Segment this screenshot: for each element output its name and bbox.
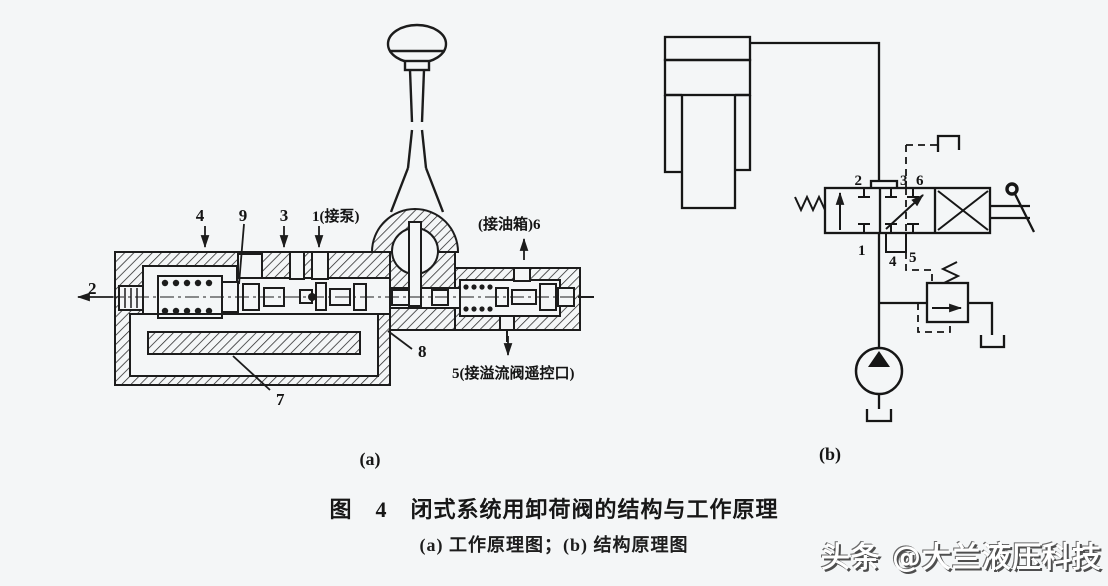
label-b-port-6: 6 bbox=[916, 173, 924, 189]
label-part-8: 8 bbox=[418, 342, 427, 361]
label-b-port-1: 1 bbox=[858, 243, 866, 259]
leader-part-9 bbox=[238, 223, 245, 285]
label-b-port-5: 5 bbox=[909, 250, 917, 266]
label-port-1-pump: 1(接泵) bbox=[312, 207, 360, 225]
figure-caption-title: 图 4 闭式系统用卸荷阀的结构与工作原理 bbox=[329, 497, 779, 522]
valve-spring bbox=[794, 194, 826, 213]
leader-part-7 bbox=[232, 355, 271, 391]
lever-knob-circle bbox=[1005, 182, 1019, 196]
label-part-4: 4 bbox=[196, 206, 205, 225]
hand-lever bbox=[386, 23, 448, 213]
pump-tank-symbol bbox=[865, 409, 893, 423]
small-spring bbox=[463, 284, 493, 312]
label-arrows bbox=[76, 223, 529, 391]
relief-valve-symbol bbox=[925, 261, 1006, 349]
label-port-3: 3 bbox=[280, 206, 289, 225]
port-4-5-bridge bbox=[885, 233, 907, 253]
main-spring bbox=[161, 279, 213, 315]
hydraulic-circuit-diagram: 2 3 6 1 4 5 bbox=[663, 35, 1036, 423]
label-b-port-4: 4 bbox=[889, 254, 897, 270]
label-part-9: 9 bbox=[239, 206, 248, 225]
port-bridge bbox=[869, 179, 899, 188]
port-6-channel bbox=[513, 267, 531, 282]
subfigure-tag-b: (b) bbox=[819, 444, 841, 464]
drain-tank-symbol bbox=[936, 134, 961, 152]
port-1-channel bbox=[311, 251, 329, 280]
pump-symbol bbox=[854, 346, 904, 423]
label-b-port-3: 3 bbox=[900, 173, 908, 189]
relief-spring bbox=[940, 261, 961, 284]
directional-valve-symbol bbox=[794, 182, 1036, 235]
pipe-cylinder-to-valve bbox=[750, 41, 881, 181]
subfigure-tag-a: (a) bbox=[359, 449, 381, 469]
label-port-6-tank: (接油箱)6 bbox=[478, 215, 541, 233]
valve-cross-section-diagram: 2 4 9 3 1(接泵) (接油箱)6 5(接溢流阀遥控口) 7 8 bbox=[76, 23, 594, 409]
figure-caption-subtitle: (a) 工作原理图；(b) 结构原理图 bbox=[419, 535, 689, 555]
port-5-channel bbox=[499, 315, 515, 331]
pilot-lines bbox=[905, 144, 951, 333]
leader-part-8 bbox=[387, 330, 413, 350]
label-part-7: 7 bbox=[276, 390, 285, 409]
label-port-2: 2 bbox=[88, 279, 97, 298]
push-pin bbox=[408, 221, 422, 307]
cylinder-symbol bbox=[663, 35, 752, 210]
label-b-port-2: 2 bbox=[855, 173, 863, 189]
pump-flow-triangle bbox=[868, 351, 890, 367]
bottom-cover-part-7 bbox=[147, 331, 361, 355]
watermark-text: 头条 @大兰液压科技 bbox=[820, 540, 1102, 574]
label-port-5-remote: 5(接溢流阀遥控口) bbox=[452, 364, 575, 382]
lever-knob bbox=[386, 23, 448, 65]
relief-tank-symbol bbox=[979, 335, 1006, 349]
manual-lever bbox=[990, 182, 1036, 233]
port-3-channel bbox=[289, 251, 305, 280]
plunger bbox=[680, 95, 737, 210]
